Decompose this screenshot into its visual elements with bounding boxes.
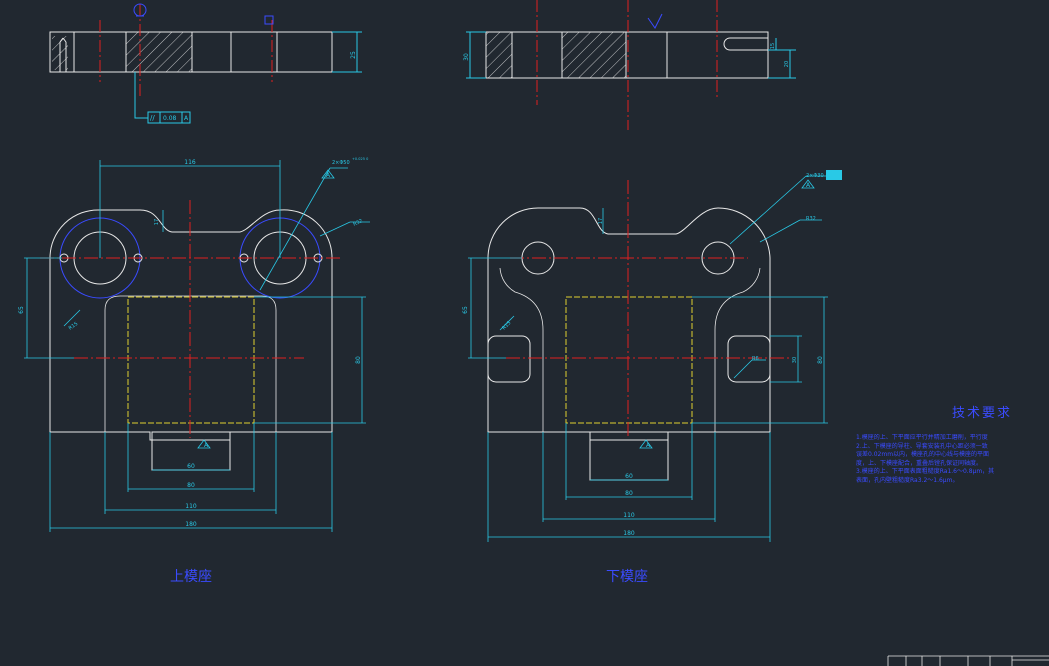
tolerance-symbol: //	[150, 114, 155, 122]
upper-w180-dim: 180	[185, 521, 197, 528]
upper-width-dim: 116	[184, 159, 196, 166]
lower-w60-dim: 60	[625, 473, 633, 480]
lower-w80-dim: 80	[625, 490, 633, 497]
upper-w110-dim: 110	[185, 503, 197, 510]
upper-fillet-dim: R15	[68, 321, 80, 332]
lower-die-seat-plan	[487, 180, 790, 481]
lower-left-height-dim: 65	[462, 306, 469, 314]
lower-thickness-dim: 30	[463, 53, 470, 61]
lower-slot-height-plan-dim: 30	[792, 357, 798, 363]
lower-holes-dim: 2×Φ30	[806, 173, 824, 179]
upper-neck-dim: 17	[154, 219, 160, 225]
tolerance-datum: A	[184, 115, 189, 122]
upper-w60-dim: 60	[187, 463, 195, 470]
upper-holes-dim: 2×Φ50	[332, 160, 350, 166]
upper-datum-label-top: A	[326, 172, 331, 179]
tech-note-line: 3.模座的上、下平面表面粗糙度Ra1.6～0.8μm，其	[856, 468, 995, 475]
upper-left-height-dim: 65	[18, 306, 25, 314]
lower-w110-dim: 110	[623, 512, 635, 519]
lower-w180-dim: 180	[623, 530, 635, 537]
tech-note-line: 度，上、下模座配合，重叠后镗孔保证同轴度。	[856, 459, 983, 467]
tolerance-frame	[147, 111, 191, 124]
highlight-marker	[826, 170, 842, 180]
upper-die-seat-plan	[40, 200, 340, 471]
lower-slot-total-dim: 20	[784, 61, 790, 67]
upper-w80-dim: 80	[187, 482, 195, 489]
tech-note-line: 误差0.02mm以内，模座孔的中心线与模座的平面	[856, 451, 990, 458]
lower-slot-radius-dim: R6	[752, 356, 759, 362]
upper-dimension-lines	[24, 160, 370, 532]
tech-note-line: 1.模座的上、下平面应平行并精加工磨削，平行度	[856, 434, 988, 441]
tech-note-line: 2.上、下模座的导柱、导套安装孔中心距必须一致	[856, 442, 988, 450]
lower-die-seat-caption: 下模座	[606, 569, 648, 585]
upper-die-seat-caption: 上模座	[170, 569, 212, 585]
lower-neck-dim: 17	[598, 218, 604, 224]
upper-thickness-dim: 25	[350, 51, 357, 59]
lower-datum-label: A	[646, 442, 651, 449]
tech-requirements-title: 技术要求	[952, 406, 1013, 421]
lower-dimension-lines	[468, 175, 828, 542]
upper-holes-tolerance: +0.025 0	[352, 157, 368, 161]
lower-right-height-dim: 80	[817, 356, 824, 364]
lower-fillet-dim: R15	[501, 320, 512, 331]
upper-radius-dim: R32	[352, 218, 363, 228]
lower-datum-label-top: A	[806, 182, 811, 189]
title-block-corner	[887, 655, 1049, 666]
lower-radius-dim: R32	[806, 216, 816, 222]
lower-section-view	[466, 0, 796, 130]
tech-requirements-notes: 1.模座的上、下平面应平行并精加工磨削，平行度 2.上、下模座的导柱、导套安装孔…	[856, 434, 1049, 485]
upper-section-view	[49, 3, 362, 119]
lower-slot-height-dim: 15	[770, 43, 776, 49]
tech-note-line: 表面，孔内壁粗糙度Ra3.2～1.6μm。	[856, 476, 959, 484]
tolerance-value: 0.08	[163, 115, 177, 122]
upper-datum-label: A	[204, 442, 209, 449]
upper-right-height-dim: 80	[355, 356, 362, 364]
